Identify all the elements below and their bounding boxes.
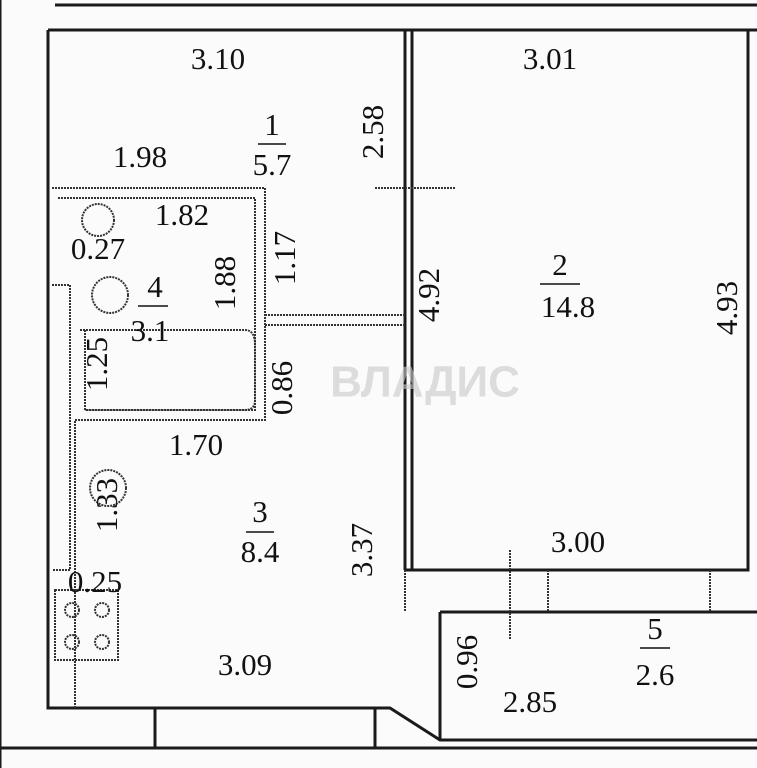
toilet-icon [81,203,115,237]
dim-r1-height: 2.58 [355,105,390,159]
dim-r3-left: 1.33 [89,478,124,532]
dim-r3-door: 0.86 [264,361,299,415]
stove-burner-icon [94,634,110,650]
fixtures [64,203,129,650]
room-area-2: 14.8 [541,289,595,324]
dim-r2-bottom: 3.00 [551,524,605,559]
dim-r4-niche: 0.27 [71,231,125,266]
interior-partitions [52,187,711,708]
dim-r3-top: 1.70 [169,427,223,462]
dim-r4-height: 1.88 [207,256,242,310]
dim-r1-corridor: 1.17 [267,231,302,285]
dim-r2-top: 3.01 [523,41,577,76]
dim-r5-bottom: 2.85 [503,684,557,719]
stove-burner-icon [64,634,80,650]
room-area-4: 3.1 [131,313,170,348]
dim-r2-right: 4.93 [709,281,744,335]
room-number-1: 1 [264,107,280,142]
stove-burner-icon [94,602,110,618]
dim-r2-left: 4.92 [411,268,446,322]
dim-r4-top: 1.82 [155,197,209,232]
dim-r5-left: 0.96 [449,635,484,689]
room-number-3: 3 [252,494,268,529]
room-number-4: 4 [147,269,163,304]
dim-r1-left: 1.98 [113,139,167,174]
dim-r3-bottom: 3.09 [218,647,272,682]
room-number-2: 2 [552,247,568,282]
dim-r3-right: 3.37 [344,523,379,577]
watermark: ВЛАДИС [330,358,520,407]
room-area-1: 5.7 [253,147,292,182]
room-area-3: 8.4 [241,534,280,569]
dimension-labels: 3.10 1.98 2.58 1.17 3.01 4.92 4.93 3.00 … [68,41,744,719]
room-number-5: 5 [647,611,663,646]
stove-burner-icon [64,602,80,618]
dim-r1-top: 3.10 [191,41,245,76]
dim-r4-bath: 1.25 [79,337,114,391]
kitchen-sink-icon [89,469,127,507]
room-area-5: 2.6 [636,657,675,692]
dim-r3-niche: 0.25 [68,564,122,599]
sink-icon [91,276,129,314]
